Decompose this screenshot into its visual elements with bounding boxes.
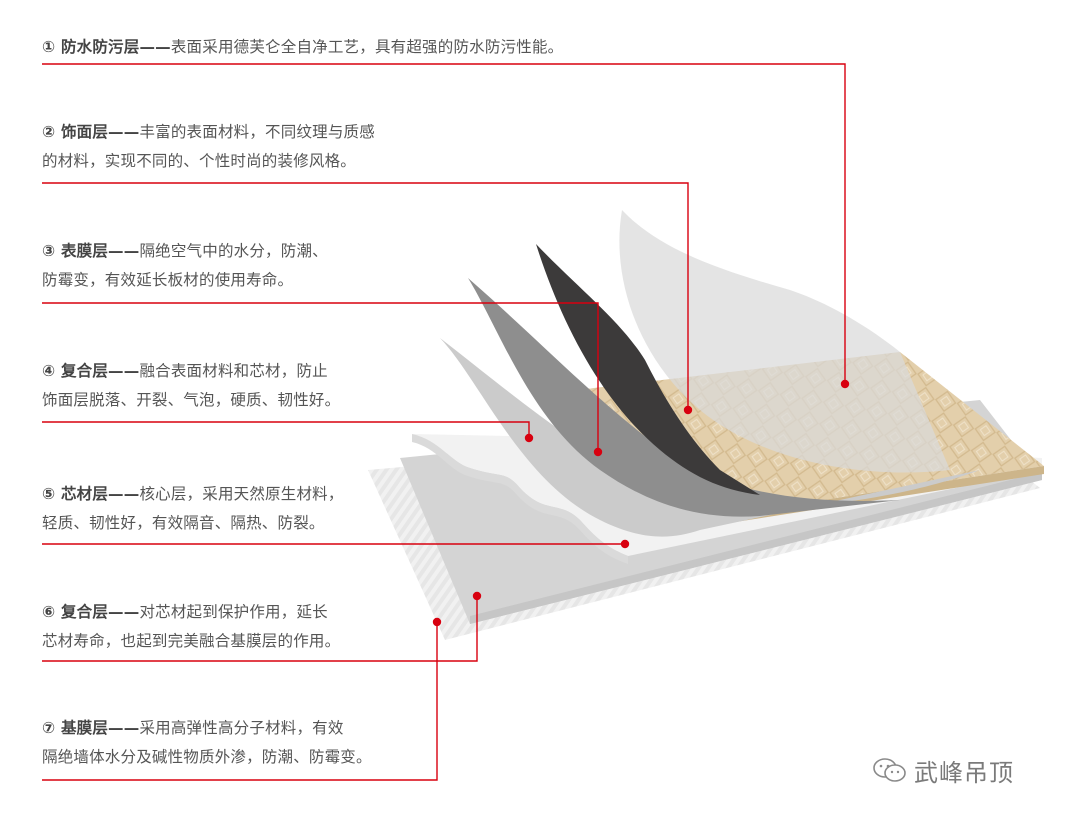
layer-title: ① 防水防污层—— bbox=[42, 38, 171, 56]
layer-title: ③ 表膜层—— bbox=[42, 242, 140, 260]
wechat-icon bbox=[873, 758, 906, 782]
layer-desc: 丰富的表面材料，不同纹理与质感 bbox=[139, 123, 375, 141]
layer-desc-line-2: 饰面层脱落、开裂、气泡，硬质、韧性好。 bbox=[42, 391, 341, 409]
layer-label-line: ② 饰面层——丰富的表面材料，不同纹理与质感 bbox=[42, 118, 375, 147]
layer-title: ② 饰面层—— bbox=[42, 123, 140, 141]
layer-desc: 表面采用德芙仑全自净工艺，具有超强的防水防污性能。 bbox=[170, 38, 564, 56]
layer-label-line: ④ 复合层——融合表面材料和芯材，防止 bbox=[42, 357, 340, 386]
layer-desc-line-2: 隔绝墙体水分及碱性物质外渗，防潮、防霉变。 bbox=[42, 748, 372, 766]
layer-desc: 采用高弹性高分子材料，有效 bbox=[139, 719, 344, 737]
layer-label-1: ① 防水防污层——表面采用德芙仑全自净工艺，具有超强的防水防污性能。 bbox=[42, 33, 563, 62]
layer-label-line: ⑤ 芯材层——核心层，采用天然原生材料， bbox=[42, 480, 344, 509]
layer-label-line: ③ 表膜层——隔绝空气中的水分，防潮、 bbox=[42, 237, 328, 266]
layer-label-4: ④ 复合层——融合表面材料和芯材，防止 饰面层脱落、开裂、气泡，硬质、韧性好。 bbox=[42, 357, 340, 415]
layer-label-5: ⑤ 芯材层——核心层，采用天然原生材料， 轻质、韧性好，有效隔音、隔热、防裂。 bbox=[42, 480, 344, 538]
layer-label-line: ⑥ 复合层——对芯材起到保护作用，延长 bbox=[42, 598, 340, 627]
layer-desc-line-2: 轻质、韧性好，有效隔音、隔热、防裂。 bbox=[42, 514, 325, 532]
watermark: 武峰吊顶 bbox=[872, 750, 1014, 790]
composite-layer-peel bbox=[440, 338, 980, 537]
layer-label-2: ② 饰面层——丰富的表面材料，不同纹理与质感 的材料，实现不同的、个性时尚的装修… bbox=[42, 118, 375, 176]
layer-desc: 核心层，采用天然原生材料， bbox=[139, 485, 344, 503]
layer-title: ⑥ 复合层—— bbox=[42, 603, 140, 621]
layer-label-6: ⑥ 复合层——对芯材起到保护作用，延长 芯材寿命，也起到完美融合基膜层的作用。 bbox=[42, 598, 340, 656]
layer-label-line: ⑦ 基膜层——采用高弹性高分子材料，有效 bbox=[42, 714, 372, 743]
layer-desc: 隔绝空气中的水分，防潮、 bbox=[139, 242, 328, 260]
layer-desc-line-2: 的材料，实现不同的、个性时尚的装修风格。 bbox=[42, 152, 357, 170]
layer-label-3: ③ 表膜层——隔绝空气中的水分，防潮、 防霉变，有效延长板材的使用寿命。 bbox=[42, 237, 328, 295]
layer-desc: 融合表面材料和芯材，防止 bbox=[139, 362, 328, 380]
layer-desc: 对芯材起到保护作用，延长 bbox=[139, 603, 328, 621]
layer-title: ⑤ 芯材层—— bbox=[42, 485, 140, 503]
watermark-text: 武峰吊顶 bbox=[914, 758, 1014, 787]
layer-desc-line-2: 芯材寿命，也起到完美融合基膜层的作用。 bbox=[42, 632, 341, 650]
layer-label-7: ⑦ 基膜层——采用高弹性高分子材料，有效 隔绝墙体水分及碱性物质外渗，防潮、防霉… bbox=[42, 714, 372, 772]
layer-title: ④ 复合层—— bbox=[42, 362, 140, 380]
layer-desc-line-2: 防霉变，有效延长板材的使用寿命。 bbox=[42, 271, 294, 289]
layer-label-line: ① 防水防污层——表面采用德芙仑全自净工艺，具有超强的防水防污性能。 bbox=[42, 33, 563, 62]
layer-title: ⑦ 基膜层—— bbox=[42, 719, 140, 737]
